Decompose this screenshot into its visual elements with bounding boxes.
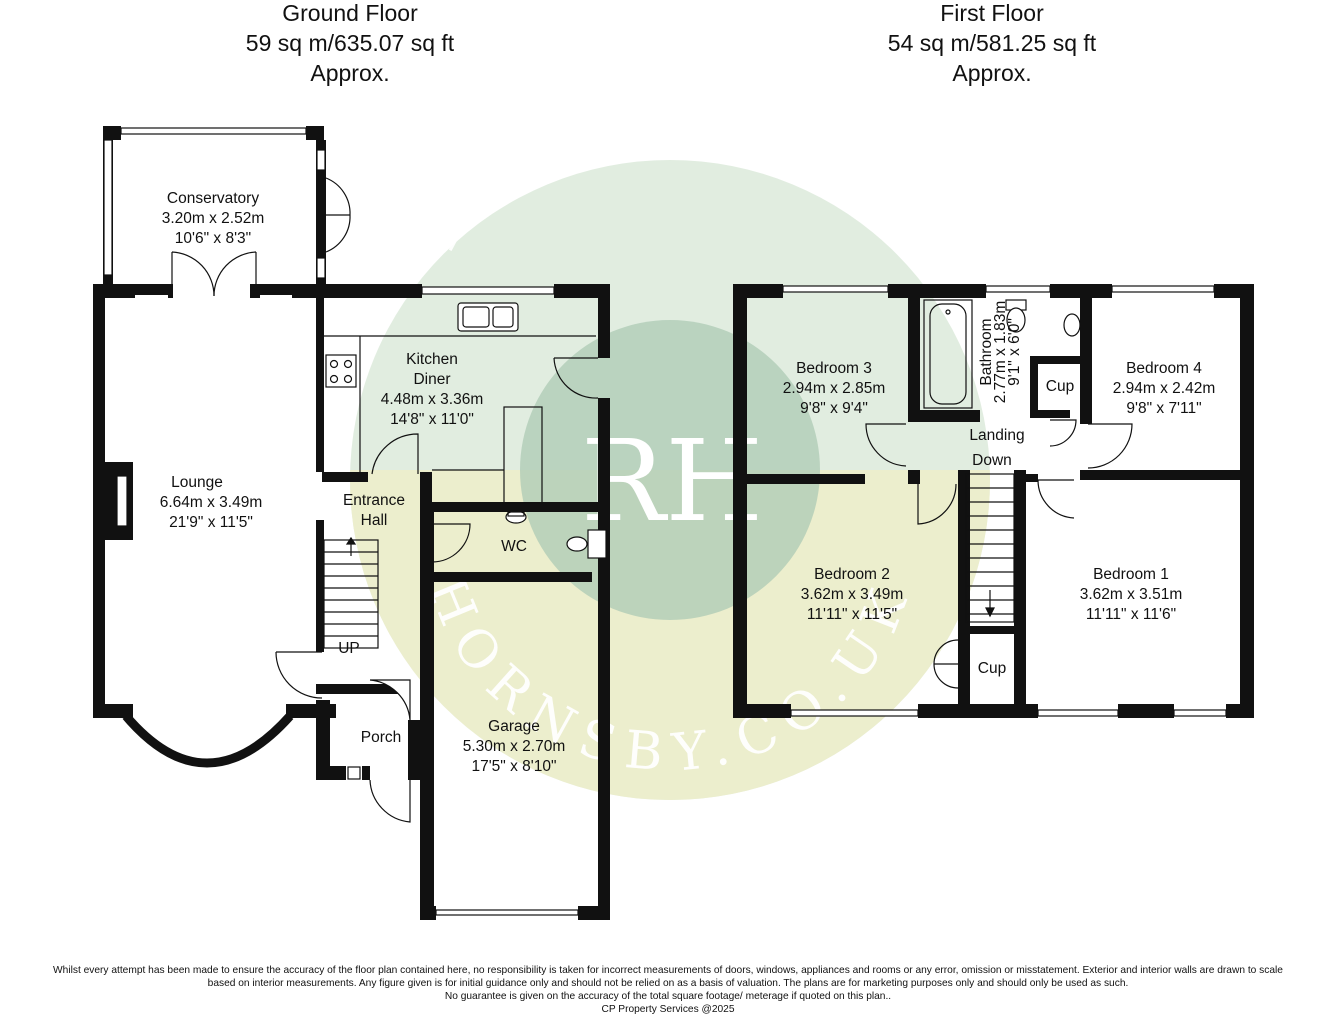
bedroom2-label: Bedroom 2 <box>814 566 890 583</box>
kitchen-fixtures <box>324 286 599 504</box>
ground-floor-labels: Conservatory 3.20m x 2.52m 10'6" x 8'3" … <box>160 190 566 775</box>
bedroom1-label: Bedroom 1 <box>1093 566 1169 583</box>
lounge-imperial: 21'9" x 11'5" <box>169 514 253 531</box>
first-floor-windows <box>782 285 1227 717</box>
lounge-label: Lounge <box>171 474 223 491</box>
first-floor-fixtures <box>865 299 1133 689</box>
bedroom2-imperial: 11'11" x 11'5" <box>807 606 897 623</box>
conservatory-label: Conservatory <box>167 190 259 207</box>
garage-imperial: 17'5" x 8'10" <box>471 758 556 775</box>
bedroom3-imperial: 9'8" x 9'4" <box>800 400 868 417</box>
bedroom2-metric: 3.62m x 3.49m <box>801 586 904 603</box>
first-floor-inner-walls <box>747 298 1254 718</box>
bathroom-label: Bathroom <box>978 318 995 385</box>
bedroom3-metric: 2.94m x 2.85m <box>783 380 886 397</box>
disclaimer-line-1: Whilst every attempt has been made to en… <box>53 965 1283 976</box>
stairs-down-label: Down <box>972 452 1012 469</box>
conservatory-imperial: 10'6" x 8'3" <box>175 230 251 247</box>
cup-top-label: Cup <box>1046 378 1074 395</box>
stairs-up-label: UP <box>338 640 360 657</box>
first-floor-outer-walls <box>733 284 1254 718</box>
landing-label: Landing <box>969 427 1024 444</box>
disclaimer-line-2: based on interior measurements. Any figu… <box>207 978 1129 989</box>
kitchen-imperial: 14'8" x 11'0" <box>390 411 474 428</box>
bedroom4-imperial: 9'8" x 7'11" <box>1126 400 1201 417</box>
bedroom4-metric: 2.94m x 2.42m <box>1113 380 1216 397</box>
ground-floor-area: 59 sq m/635.07 sq ft <box>245 30 455 56</box>
garage-walls <box>420 906 610 920</box>
disclaimer-line-3: No guarantee is given on the accuracy of… <box>444 991 892 1002</box>
bathroom-imperial: 9'1" x 6'0" <box>1006 318 1023 386</box>
ground-floor-plan: Conservatory 3.20m x 2.52m 10'6" x 8'3" … <box>93 126 610 920</box>
garage-label: Garage <box>488 718 540 735</box>
first-floor-plan: Bedroom 3 2.94m x 2.85m 9'8" x 9'4" Bath… <box>733 284 1254 718</box>
hall-fixtures <box>323 510 607 823</box>
first-floor-title: First Floor <box>940 0 1044 26</box>
ground-floor-approx: Approx. <box>310 60 390 86</box>
floor-plan: ROBINSON HORNSBY.CO.UK RH <box>93 126 1254 920</box>
cup-bottom-label: Cup <box>978 660 1006 677</box>
entrance-hall-label-line2: Hall <box>361 512 388 529</box>
bedroom3-label: Bedroom 3 <box>796 360 872 377</box>
disclaimer: Whilst every attempt has been made to en… <box>0 964 1336 1016</box>
first-floor-approx: Approx. <box>952 60 1032 86</box>
garage-door <box>435 909 579 916</box>
ground-floor-title: Ground Floor <box>282 0 418 26</box>
conservatory-metric: 3.20m x 2.52m <box>162 210 265 227</box>
bathroom-metric: 2.77m x 1.83m <box>992 301 1009 404</box>
conservatory-windows <box>103 127 326 279</box>
kitchen-walls <box>316 284 610 573</box>
lounge-metric: 6.64m x 3.49m <box>160 494 263 511</box>
first-floor-header: First Floor 54 sq m/581.25 sq ft Approx. <box>792 0 1192 88</box>
bedroom1-imperial: 11'11" x 11'6" <box>1086 606 1176 623</box>
kitchen-label-line2: Diner <box>413 371 450 388</box>
kitchen-metric: 4.48m x 3.36m <box>381 391 484 408</box>
porch-label: Porch <box>361 729 402 746</box>
watermark-lower-band <box>350 470 990 800</box>
bedroom1-metric: 3.62m x 3.51m <box>1080 586 1183 603</box>
kitchen-label-line1: Kitchen <box>406 351 458 368</box>
garage-metric: 5.30m x 2.70m <box>463 738 566 755</box>
bedroom4-label: Bedroom 4 <box>1126 360 1202 377</box>
entrance-hall-label-line1: Entrance <box>343 492 405 509</box>
hall-walls <box>316 512 610 920</box>
ground-floor-header: Ground Floor 59 sq m/635.07 sq ft Approx… <box>150 0 550 88</box>
first-floor-area: 54 sq m/581.25 sq ft <box>887 30 1097 56</box>
first-floor-labels: Bedroom 3 2.94m x 2.85m 9'8" x 9'4" Bath… <box>783 301 1216 677</box>
wc-label: WC <box>501 538 527 555</box>
disclaimer-line-4: CP Property Services @2025 <box>601 1004 735 1015</box>
lounge-features <box>116 292 323 768</box>
watermark-monogram: RH <box>581 417 763 547</box>
